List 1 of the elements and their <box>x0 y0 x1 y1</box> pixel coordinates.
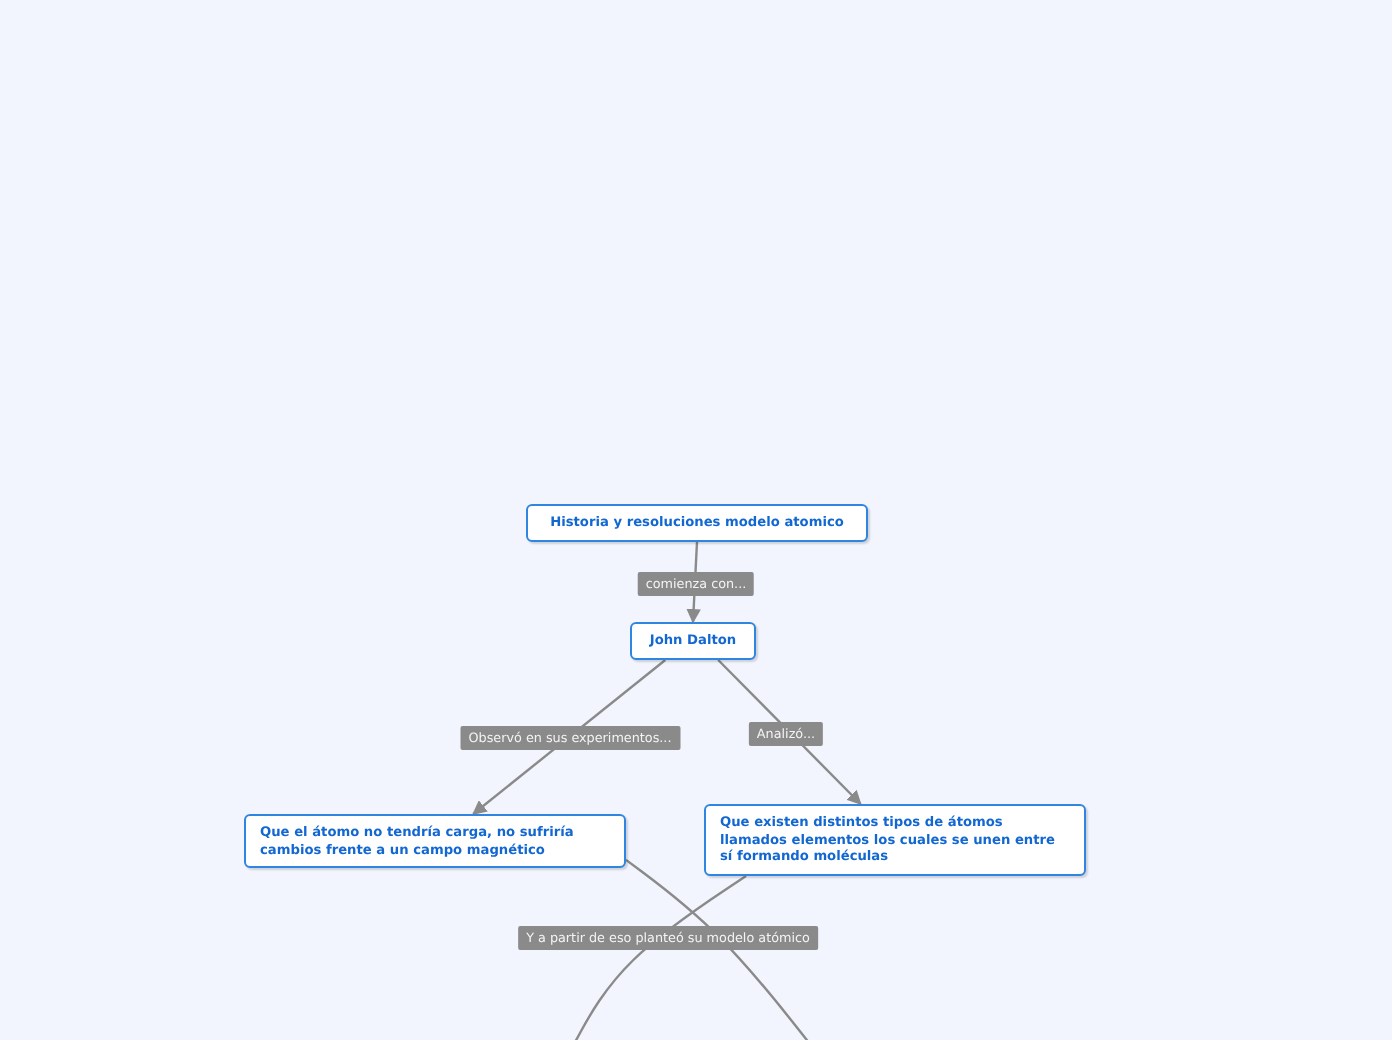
connector <box>625 858 811 1040</box>
